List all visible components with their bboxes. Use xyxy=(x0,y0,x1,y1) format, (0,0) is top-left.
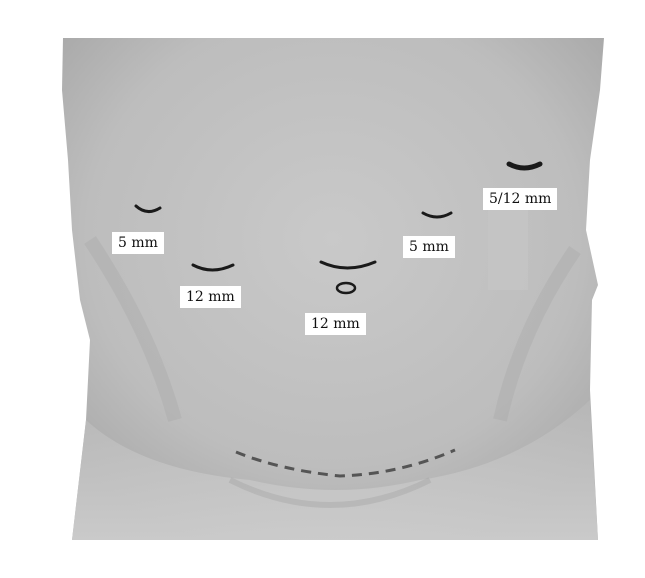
label-port-right-lower: 12 mm xyxy=(180,286,241,308)
label-port-umbilical: 12 mm xyxy=(305,313,366,335)
label-port-left-upper: 5/12 mm xyxy=(483,188,557,210)
flank-shading xyxy=(488,200,528,290)
label-port-left-mid: 5 mm xyxy=(403,236,455,258)
label-port-right-upper: 5 mm xyxy=(112,232,164,254)
